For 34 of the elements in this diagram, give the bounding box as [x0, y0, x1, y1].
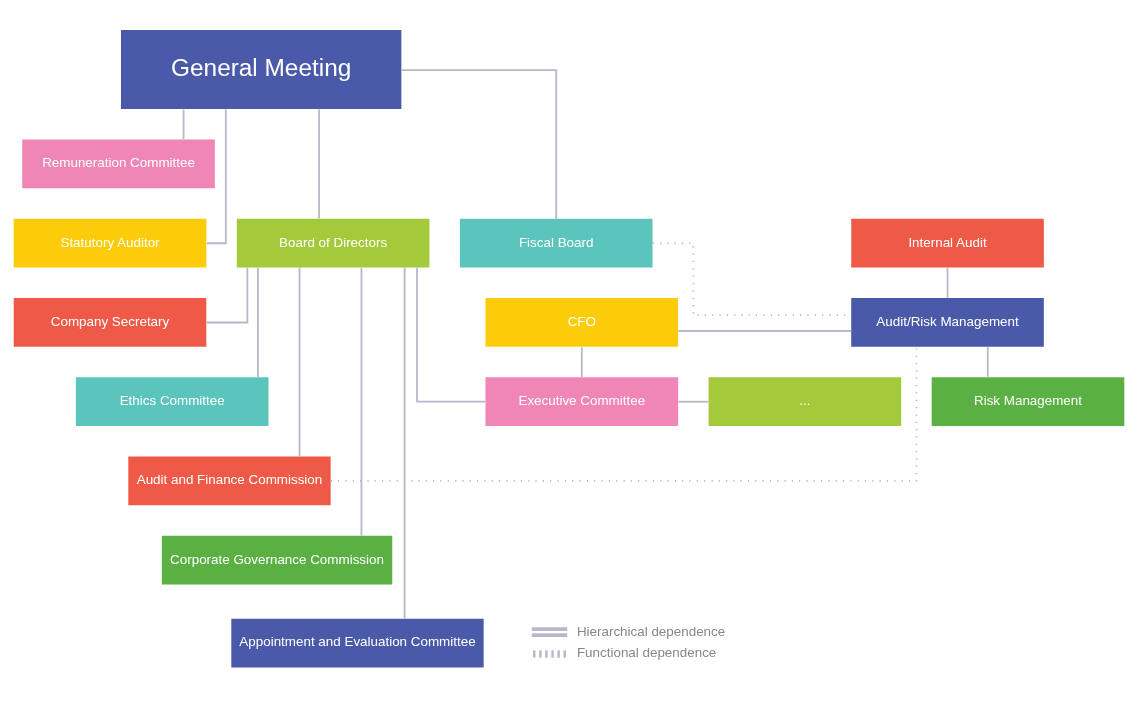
connector	[580, 346, 583, 378]
connector	[205, 266, 249, 324]
connector	[416, 266, 487, 403]
node-box: Statutory Auditor	[13, 218, 207, 268]
node-box: Fiscal Board	[459, 218, 653, 268]
node-box: Corporate Governance Commission	[161, 535, 393, 585]
node-box: ...	[708, 377, 902, 427]
connector	[182, 108, 185, 141]
node-box: CFO	[485, 298, 679, 347]
connector	[400, 69, 558, 220]
node-box: Remuneration Committee	[22, 139, 215, 189]
node-box: Executive Committee	[485, 377, 679, 427]
connector	[677, 400, 710, 403]
node-box: General Meeting	[121, 29, 402, 110]
connector	[329, 345, 918, 482]
node-box: Ethics Committee	[75, 377, 269, 427]
connector	[205, 108, 227, 245]
node-box: Audit and Finance Commission	[128, 456, 331, 506]
node-box: Risk Management	[931, 377, 1125, 427]
connector	[403, 266, 406, 620]
legend-label: Functional dependence	[576, 645, 717, 661]
connector	[946, 267, 949, 299]
node-box: Appointment and Evaluation Committee	[231, 618, 484, 668]
connector	[360, 267, 363, 537]
node-box: Audit/Risk Management	[851, 298, 1044, 347]
legend-label: Hierarchical dependence	[576, 623, 726, 639]
node-box: Company Secretary	[13, 298, 207, 347]
connector	[257, 266, 259, 378]
node-box: Internal Audit	[851, 218, 1044, 268]
node-box: Board of Directors	[236, 218, 430, 268]
connector	[986, 346, 989, 378]
connector	[298, 266, 301, 458]
connector	[318, 108, 320, 220]
connector	[677, 330, 852, 332]
